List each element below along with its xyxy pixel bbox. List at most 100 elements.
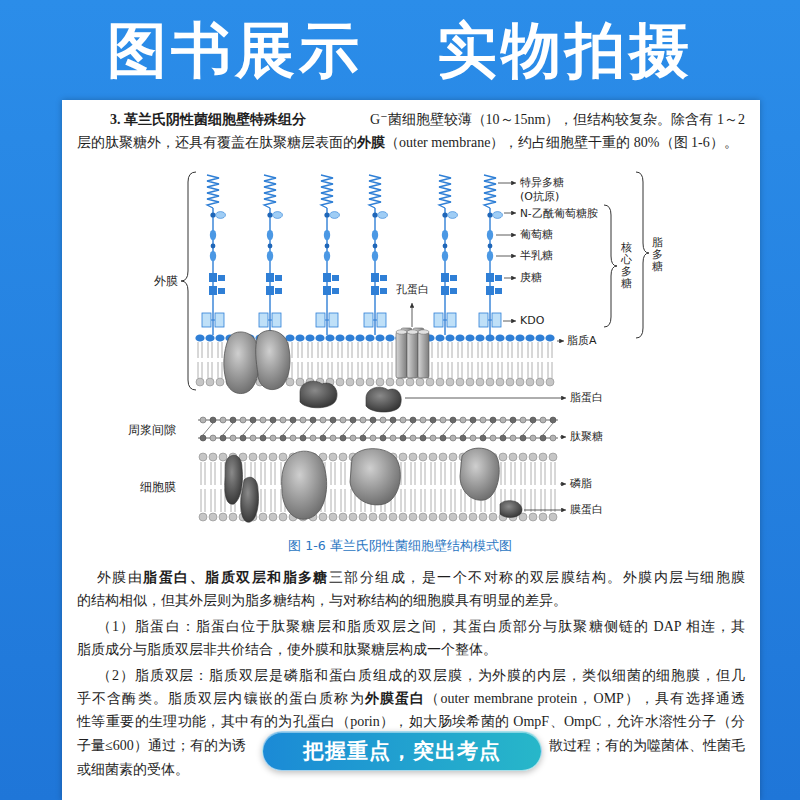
label-holder: N-乙酰葡萄糖胺	[520, 206, 598, 220]
book-text: 或细菌素的受体。	[77, 762, 189, 777]
part-label: 孔蛋白	[396, 283, 429, 297]
label-holder: KDO	[520, 314, 544, 328]
lps-chain	[316, 175, 340, 335]
porin-symbol	[396, 328, 429, 378]
core-polysaccharide-brace	[604, 205, 617, 327]
leader-arrow	[557, 341, 564, 342]
leader-arrow	[498, 183, 516, 184]
pill-text: 把握重点，突出考点	[303, 737, 501, 765]
book-text: 外膜蛋白	[365, 691, 426, 706]
part-label: 庚糖	[520, 271, 542, 285]
label-holder: 细胞膜	[140, 480, 176, 494]
part-label: 膜蛋白	[570, 503, 603, 517]
label-holder: 脂质A	[567, 334, 597, 348]
lps-chain	[364, 175, 388, 335]
book-text: 散过程；有的为噬菌体、性菌毛	[549, 738, 745, 753]
text-line: （2）脂质双层：脂质双层是磷脂和蛋白质组成的双层膜，为外膜的内层，类似细菌的细胞…	[97, 666, 745, 686]
part-label: KDO	[520, 314, 544, 328]
text-line: （1）脂蛋白：脂蛋白位于肽聚糖层和脂质双层之间，其蛋白质部分与肽聚糖侧链的 DA…	[97, 617, 745, 637]
text-line: 脂质成分与脂质双层非共价结合，使外膜和肽聚糖层构成一个整体。	[77, 640, 745, 660]
book-text: G⁻菌细胞壁较薄（10～15nm），但结构较复杂。除含有 1～2	[370, 110, 745, 130]
part-label: 肽聚糖	[570, 430, 603, 444]
book-text: 外膜	[357, 135, 385, 150]
text-line: 的结构相似，但其外层则为脂多糖结构，与对称结构的细胞膜具有明显的差异。	[77, 591, 745, 611]
peptidoglycan-layer	[198, 416, 558, 444]
book-text: 脂质成分与脂质双层非共价结合，使外膜和肽聚糖层构成一个整体。	[77, 642, 497, 657]
part-label: 半乳糖	[520, 249, 553, 263]
porin-top	[396, 330, 407, 334]
leader-arrow	[504, 213, 516, 214]
brackets	[181, 172, 649, 390]
label-holder: 磷脂	[570, 477, 592, 491]
caption-holder: 图 1-6 革兰氏阴性菌细胞壁结构模式图	[0, 536, 800, 555]
outer-membrane-brace	[181, 172, 196, 390]
porin-cylinder	[407, 332, 418, 378]
text-line: 3. 革兰氏阴性菌细胞壁特殊组分 G⁻菌细胞壁较薄（10～15nm），但结构较复杂…	[110, 110, 745, 130]
lipoprotein-blob	[300, 381, 337, 408]
cell-membrane-proteins	[225, 448, 522, 522]
book-text: 3. 革兰氏阴性菌细胞壁特殊组分	[110, 110, 306, 130]
outer-membrane-proteins	[224, 330, 290, 393]
membrane-protein	[225, 455, 243, 504]
membrane-protein	[256, 330, 290, 389]
book-text: 子量≤600）通过；有的为诱	[77, 738, 246, 753]
banner-title: 图书展示 实物拍摄	[107, 15, 694, 85]
part-label: 周浆间隙	[128, 423, 176, 437]
leader-arrow	[503, 321, 516, 322]
part-label: 磷脂	[570, 477, 592, 491]
porin-cylinder	[418, 332, 429, 378]
text-line: 乎不含酶类。脂质双层内镶嵌的蛋白质称为外膜蛋白（outer membrane p…	[77, 689, 745, 709]
lps-chain	[434, 175, 458, 335]
membrane-protein	[350, 449, 400, 505]
leader-arrow	[560, 437, 566, 438]
porin-top	[407, 330, 418, 334]
book-text: （outer membrane），约占细胞壁干重的 80%（图 1-6）。	[385, 135, 738, 150]
label-holder: 脂多糖	[652, 237, 663, 273]
figure-caption: 图 1-6 革兰氏阴性菌细胞壁结构模式图	[288, 538, 511, 553]
highlight-pill: 把握重点，突出考点	[262, 731, 542, 771]
book-text: 性等重要的生理功能，其中有的为孔蛋白（porin），如大肠埃希菌的 OmpF、O…	[77, 714, 745, 729]
leader-arrow	[496, 235, 516, 236]
label-holder: 脂蛋白	[570, 391, 603, 405]
membrane-protein	[224, 332, 260, 394]
label-holder: 特异多糖 (O抗原)	[520, 176, 573, 204]
label-holder: 肽聚糖	[570, 430, 603, 444]
text-line: 性等重要的生理功能，其中有的为孔蛋白（porin），如大肠埃希菌的 OmpF、O…	[77, 712, 745, 732]
porin-top	[418, 330, 429, 334]
book-text: 层的肽聚糖外，还具有覆盖在肽聚糖层表面的	[77, 135, 357, 150]
leader-arrow	[560, 484, 566, 485]
lps-brace	[636, 172, 649, 338]
lipoprotein-blob	[366, 387, 401, 412]
lps-chain	[479, 175, 503, 335]
book-text: （2）脂质双层：脂质双层是磷脂和蛋白质组成的双层膜，为外膜的内层，类似细菌的细胞…	[97, 668, 745, 683]
label-holder: 葡萄糖	[520, 228, 553, 242]
text-line: 外膜由脂蛋白、脂质双层和脂多糖三部分组成，是一个不对称的双层膜结构。外膜内层与细…	[97, 568, 745, 588]
label-holder: 外膜	[154, 274, 178, 288]
book-text: 三部分组成，是一个不对称的双层膜结构。外膜内层与细胞膜	[329, 570, 745, 585]
leader-arrow	[496, 256, 516, 257]
membrane-protein	[460, 448, 499, 500]
part-label: 外膜	[154, 274, 178, 288]
title-holder: 图书展示 实物拍摄	[0, 14, 800, 86]
part-label: N-乙酰葡萄糖胺	[520, 206, 598, 220]
book-text: 乎不含酶类。脂质双层内镶嵌的蛋白质称为	[77, 691, 365, 706]
book-text: 的结构相似，但其外层则为脂多糖结构，与对称结构的细胞膜具有明显的差异。	[77, 593, 567, 608]
label-holder: 庚糖	[520, 271, 542, 285]
label-holder: 膜蛋白	[570, 503, 603, 517]
membrane-protein	[241, 477, 259, 522]
leader-arrow	[412, 303, 413, 327]
text-line: 散过程；有的为噬菌体、性菌毛	[548, 736, 745, 756]
book-text: （1）脂蛋白：脂蛋白位于肽聚糖层和脂质双层之间，其蛋白质部分与肽聚糖侧链的 DA…	[97, 619, 745, 634]
leader-arrow	[504, 278, 516, 279]
text-line: 层的肽聚糖外，还具有覆盖在肽聚糖层表面的外膜（outer membrane），约…	[77, 133, 745, 153]
label-holder: 孔蛋白	[396, 283, 429, 297]
part-label: 脂质A	[567, 334, 597, 348]
book-text: 脂蛋白、脂质双层和脂多糖	[143, 570, 329, 585]
bracket-label: 脂多糖	[652, 237, 663, 273]
book-text: （outer membrane protein，OMP），具有选择通透	[425, 691, 745, 706]
leader-arrow	[524, 510, 566, 511]
lps-chain	[259, 175, 283, 335]
label-holder: 核心多糖	[621, 242, 632, 290]
lps-chain	[202, 175, 226, 335]
